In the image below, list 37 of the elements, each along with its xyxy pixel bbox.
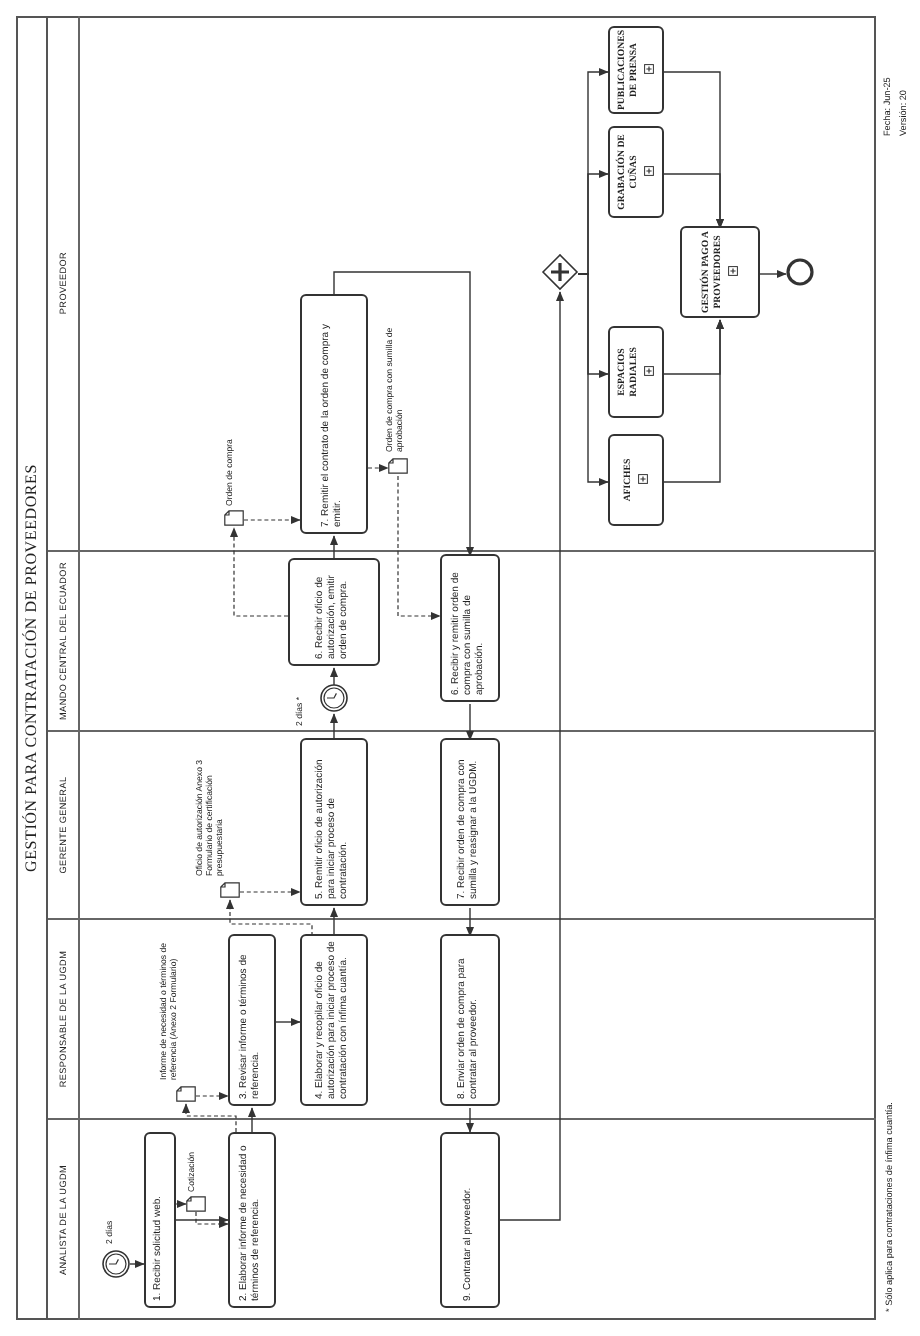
swimlane bbox=[48, 920, 876, 1120]
sequence-flow-arrow bbox=[329, 535, 339, 561]
swimlane bbox=[48, 732, 876, 920]
association-arrow bbox=[195, 1091, 229, 1101]
sequence-flow-arrow bbox=[577, 67, 609, 275]
sequence-flow-arrow bbox=[465, 907, 475, 937]
sequence-flow-arrow bbox=[465, 703, 475, 741]
sequence-flow-arrow bbox=[663, 319, 725, 375]
subprocess-box bbox=[608, 434, 664, 526]
swimlane bbox=[48, 16, 876, 552]
association-arrow bbox=[239, 887, 301, 897]
sequence-flow-arrow bbox=[465, 1107, 475, 1133]
association-arrow bbox=[225, 899, 313, 937]
sequence-flow-arrow bbox=[333, 271, 475, 557]
association-arrow bbox=[397, 475, 441, 621]
subprocess-box bbox=[608, 26, 664, 114]
sequence-flow-arrow bbox=[663, 71, 725, 229]
subprocess-box bbox=[608, 126, 664, 218]
association-arrow bbox=[229, 527, 289, 617]
diagram-title: GESTIÓN PARA CONTRATACIÓN DE PROVEEDORES bbox=[18, 18, 48, 1318]
association-arrow bbox=[243, 515, 301, 525]
sequence-flow-arrow bbox=[247, 1107, 257, 1133]
sequence-flow-arrow bbox=[129, 1259, 145, 1269]
sequence-flow-arrow bbox=[329, 713, 339, 741]
sequence-flow-arrow bbox=[329, 667, 339, 687]
association-arrow bbox=[181, 1103, 237, 1133]
swimlane bbox=[48, 552, 876, 732]
subprocess-box bbox=[608, 326, 664, 418]
subprocess-box bbox=[680, 226, 760, 318]
sequence-flow-arrow bbox=[175, 1215, 229, 1225]
sequence-flow-arrow bbox=[329, 907, 339, 937]
association-arrow bbox=[175, 1199, 187, 1209]
association-arrow bbox=[195, 1211, 229, 1229]
sequence-flow-arrow bbox=[499, 291, 565, 1221]
sequence-flow-arrow bbox=[759, 269, 787, 279]
sequence-flow-arrow bbox=[275, 1017, 301, 1027]
association-arrow bbox=[367, 463, 389, 473]
